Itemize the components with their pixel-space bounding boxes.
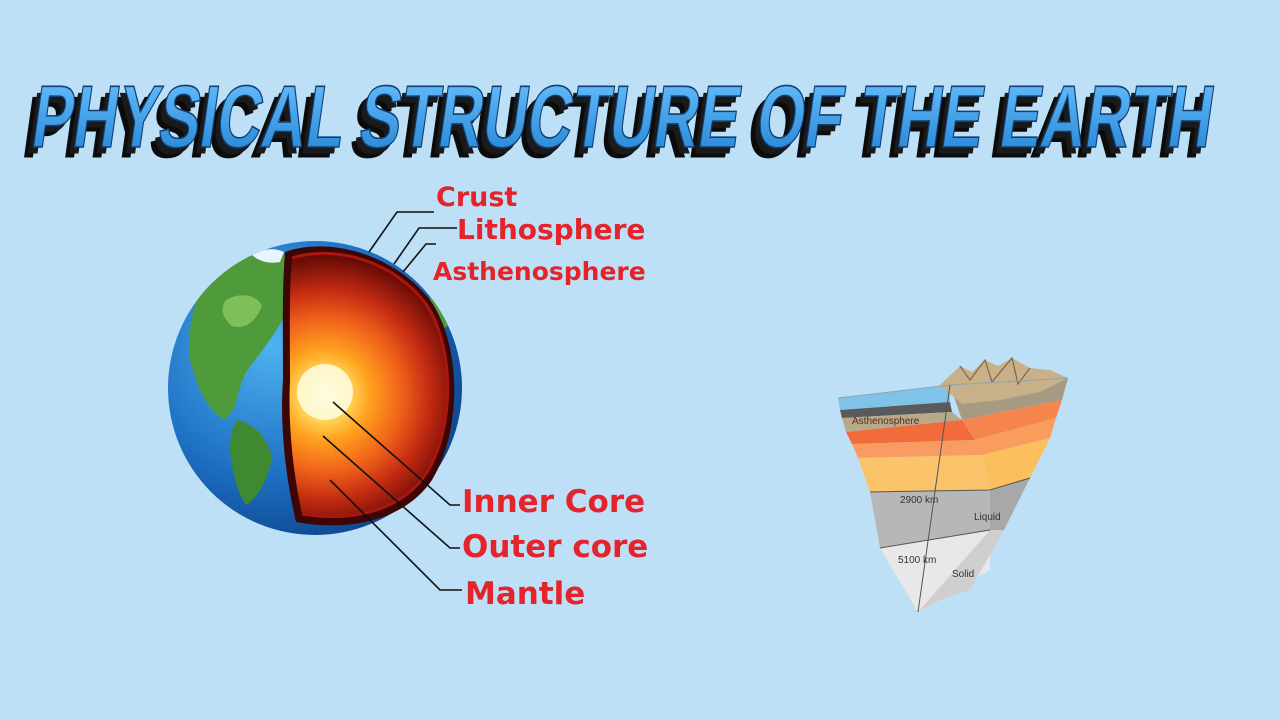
wedge-label-asthenosphere: Asthenosphere xyxy=(852,416,920,427)
label-mantle: Mantle xyxy=(465,576,586,612)
wedge-label-solid: Solid xyxy=(952,569,974,580)
label-asthenosphere: Asthenosphere xyxy=(433,257,646,286)
title-shadow: PHYSICAL STRUCTURE OF THE EARTH xyxy=(17,79,1211,177)
label-outer-core: Outer core xyxy=(462,529,649,565)
earth-cutaway-diagram xyxy=(168,211,462,591)
outer-core-layer xyxy=(870,490,990,548)
continents xyxy=(189,249,460,505)
ocean-layer xyxy=(838,385,950,410)
wedge-label-5100km: 5100 km xyxy=(898,555,936,566)
cutaway-interior xyxy=(289,253,448,517)
crust-rim xyxy=(291,251,450,519)
inner-core-layer xyxy=(880,530,990,612)
mountains xyxy=(940,358,1068,404)
leader-lines xyxy=(322,211,462,591)
title-extrusion: PHYSICAL STRUCTURE OF THE EARTH xyxy=(22,75,1216,173)
wedge-label-liquid: Liquid xyxy=(974,512,1001,523)
title-banner: PHYSICAL STRUCTURE OF THE EARTH PHYSICAL… xyxy=(17,68,1221,177)
wedge-label-2900km: 2900 km xyxy=(900,495,938,506)
inner-core xyxy=(297,364,353,420)
label-crust: Crust xyxy=(436,182,518,213)
label-lithosphere: Lithosphere xyxy=(457,213,646,246)
page-title: PHYSICAL STRUCTURE OF THE EARTH xyxy=(27,69,1221,167)
label-inner-core: Inner Core xyxy=(462,484,646,520)
earth-wedge-cross-section: Asthenosphere 2900 km Liquid 5100 km Sol… xyxy=(837,356,1069,613)
